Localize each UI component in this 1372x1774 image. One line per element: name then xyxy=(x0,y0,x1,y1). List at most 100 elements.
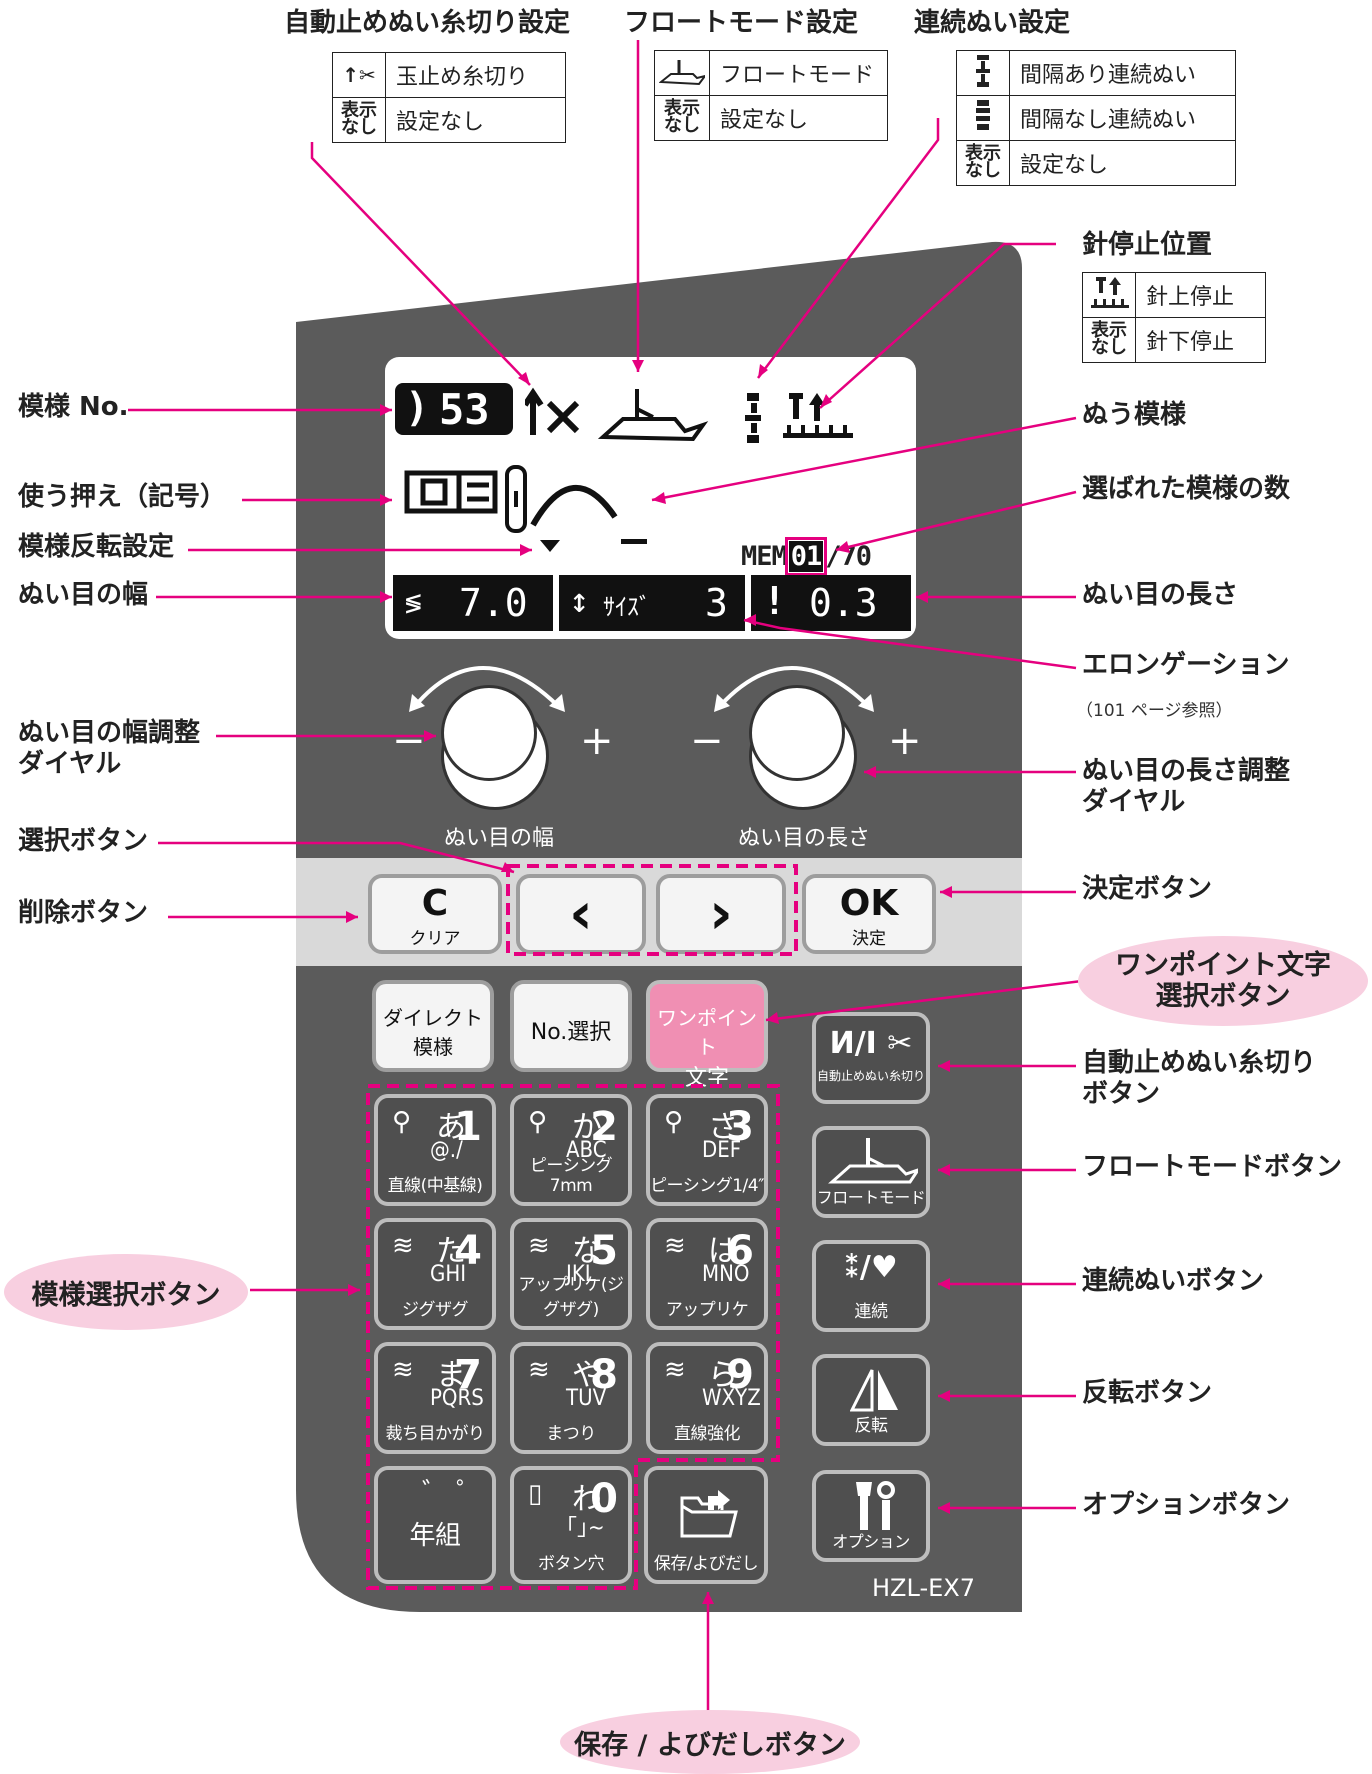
sew-pattern-arc xyxy=(530,485,618,527)
lock-cut-icon: ↑✂ xyxy=(332,52,386,98)
key-label: ピーシング1/4″ xyxy=(650,1176,764,1196)
callout-selected-count: 選ばれた模様の数 xyxy=(1082,474,1291,504)
callout-elongation-reference: （101 ページ参照） xyxy=(1076,701,1233,721)
continuous-icon: ⁑/♥ xyxy=(844,1250,898,1285)
key-label: ピーシング7mm xyxy=(529,1156,613,1196)
key-kana: や xyxy=(572,1358,602,1393)
key-number: 1 xyxy=(454,1104,482,1150)
callout-option-button: オプションボタン xyxy=(1082,1490,1291,1520)
folder-icon xyxy=(680,1490,738,1538)
ok-button[interactable]: OK 決定 xyxy=(802,874,936,954)
onepoint-text-button[interactable]: ワンポイント 文字 xyxy=(646,980,768,1091)
callout-stitch-length: ぬい目の長さ xyxy=(1082,580,1239,610)
clear-button[interactable]: C クリア xyxy=(368,874,502,954)
callout-sew-pattern: ぬう模様 xyxy=(1082,400,1187,430)
callout-float-mode-setting: フロートモード設定 xyxy=(624,8,859,38)
mirror-indicator-icon xyxy=(540,540,560,552)
key-kana: ま xyxy=(436,1358,466,1393)
key-number: 3 xyxy=(726,1104,754,1150)
option-button[interactable]: オプション xyxy=(812,1470,930,1562)
key-label: 直線(中基線) xyxy=(387,1176,483,1196)
stitch-glyph-icon: ≋ xyxy=(528,1231,550,1261)
continuous-status-icon xyxy=(745,393,761,443)
float-mode-button[interactable]: フロートモード xyxy=(812,1126,930,1218)
select-right-button[interactable]: › xyxy=(656,874,786,954)
float-foot-icon xyxy=(828,1138,918,1184)
key-letters: @./ xyxy=(430,1138,463,1163)
callout-elongation: エロンゲーション xyxy=(1082,650,1290,680)
callout-ok-button: 決定ボタン xyxy=(1082,874,1213,904)
tools-icon xyxy=(856,1481,895,1530)
callout-mirror-setting: 模様反転設定 xyxy=(18,532,175,562)
callout-pattern-select-button: 模様選択ボタン xyxy=(4,1254,248,1330)
stitch-glyph-icon: ▯ xyxy=(528,1479,543,1509)
key-kana: ゛ ゜ xyxy=(422,1478,483,1508)
direct-pattern-button[interactable]: ダイレクト 模様 xyxy=(372,980,494,1072)
key-letters: MNO xyxy=(702,1262,750,1287)
width-dial-label: ぬい目の幅 xyxy=(444,826,555,851)
continuous-legend: 間隔あり連続ぬい 間隔なし連続ぬい 表示なし設定なし xyxy=(956,50,1236,186)
stitch-glyph-icon: ≋ xyxy=(664,1231,686,1261)
callout-needle-stop: 針停止位置 xyxy=(1082,230,1213,260)
key-number: 7 xyxy=(454,1352,482,1398)
save-recall-button[interactable]: 保存/よびだし xyxy=(644,1466,768,1584)
key-letters: GHI xyxy=(430,1262,467,1287)
needle-up-icon xyxy=(1091,276,1129,308)
key-number: 0 xyxy=(590,1476,618,1522)
memory-current: 01 xyxy=(784,537,828,576)
key-label: ジグザグ xyxy=(402,1300,469,1320)
key-number: 8 xyxy=(590,1352,618,1398)
key-letters: WXYZ xyxy=(702,1386,761,1411)
key-letters: DEF xyxy=(702,1138,742,1163)
float-status-icon xyxy=(597,389,709,442)
nospace-continuous-icon xyxy=(976,99,990,130)
width-dial[interactable] xyxy=(441,685,549,810)
callout-stitch-width: ぬい目の幅 xyxy=(18,580,149,610)
key-label: アップリケ(ジグザグ) xyxy=(518,1275,624,1320)
lcd-size-segment: ↕ ｻｲｽﾞ 3 xyxy=(559,575,745,631)
lcd-pattern-number: ) 53 xyxy=(395,383,513,435)
spaced-continuous-icon xyxy=(976,54,990,87)
length-dial-minus: − xyxy=(690,718,724,764)
select-left-button[interactable]: ‹ xyxy=(516,874,646,954)
callout-mirror-button: 反転ボタン xyxy=(1082,1378,1213,1408)
float-legend: フロートモード 表示なし設定なし xyxy=(654,50,888,141)
pattern-key-dakuten[interactable]: ゛ ゜年組 xyxy=(374,1466,496,1584)
model-name: HZL-EX7 xyxy=(872,1574,975,1602)
mirror-icon xyxy=(850,1369,898,1412)
no-display-icon: 表示なし xyxy=(341,100,377,138)
key-kana: か xyxy=(572,1110,602,1145)
needle-position-symbol xyxy=(505,465,527,533)
key-kana: な xyxy=(572,1234,602,1269)
stitch-glyph-icon: ≋ xyxy=(392,1355,414,1385)
callout-select-button: 選択ボタン xyxy=(18,826,149,856)
callout-auto-lock-button: 自動止めぬい糸切りボタン xyxy=(1082,1048,1317,1110)
presser-foot-symbol xyxy=(404,470,498,514)
callout-length-dial: ぬい目の長さ調整ダイヤル xyxy=(1082,756,1291,818)
key-number: 4 xyxy=(454,1228,482,1274)
callout-pattern-number: 模様 No. xyxy=(18,392,129,422)
mirror-button[interactable]: 反転 xyxy=(812,1354,930,1446)
key-kana: わ xyxy=(572,1482,602,1517)
width-dial-plus: + xyxy=(580,718,614,764)
stitch-glyph-icon: ⚲ xyxy=(392,1107,412,1137)
length-dial[interactable] xyxy=(749,685,857,810)
key-label: ボタン穴 xyxy=(538,1554,605,1574)
auto-lock-thread-cut-button[interactable]: И/I ✂ 自動止めぬい糸切り xyxy=(812,1012,930,1104)
key-label: まつり xyxy=(546,1424,596,1444)
auto-lock-legend: ↑✂玉止め糸切り 表示なし設定なし xyxy=(332,52,566,143)
continuous-sewing-button[interactable]: ⁑/♥ 連続 xyxy=(812,1240,930,1332)
number-select-button[interactable]: No.選択 xyxy=(510,980,632,1072)
